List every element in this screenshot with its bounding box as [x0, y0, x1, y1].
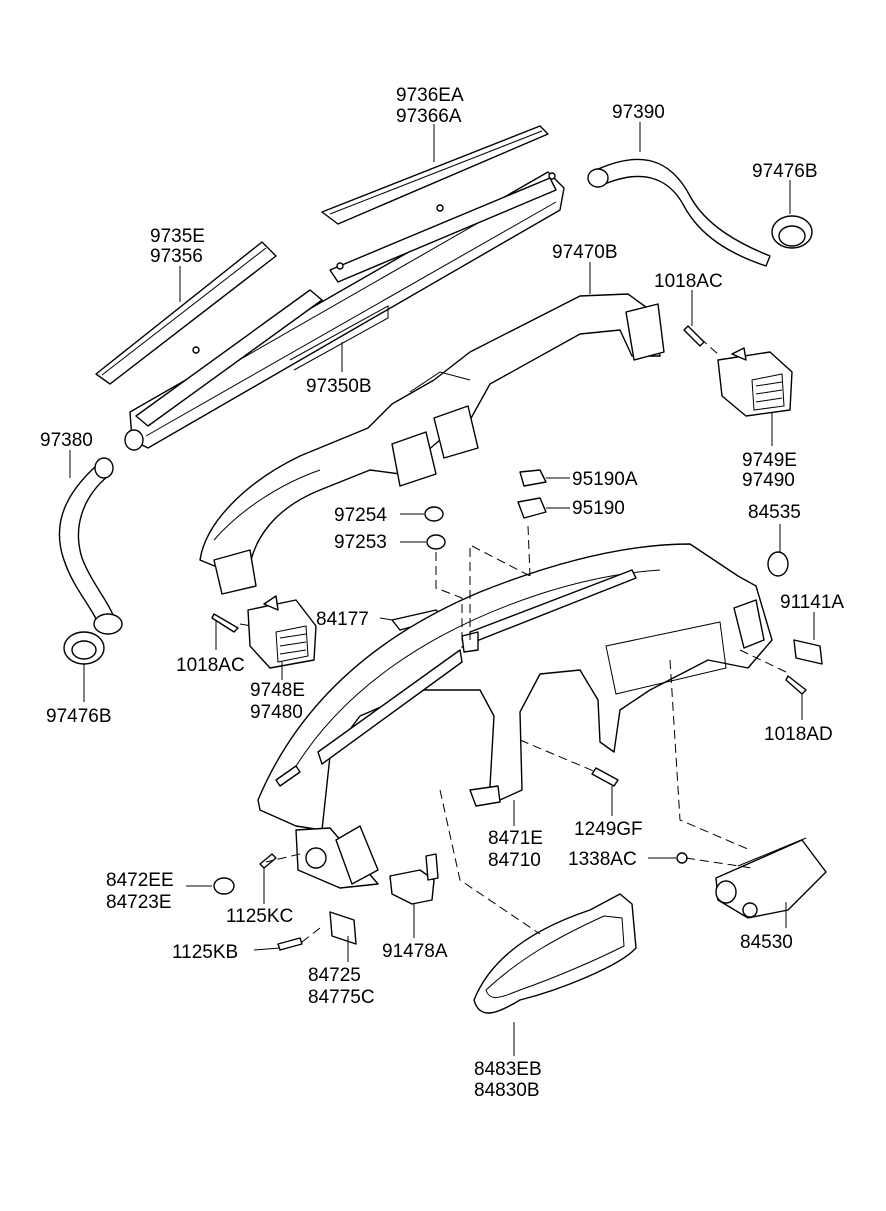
label-8483eb: 8483EB: [474, 1059, 542, 1080]
plug-95190a-part: [519, 469, 547, 487]
screw-1125kc-part: [259, 853, 277, 869]
side-duct-hose-left-part: [58, 457, 123, 635]
side-vent-right-part: [717, 347, 793, 417]
label-97350b: 97350B: [306, 376, 372, 397]
label-97390: 97390: [612, 102, 665, 123]
bracket-91141a-part: [793, 639, 823, 665]
screw-1249gf-part: [591, 767, 619, 787]
label-97490: 97490: [742, 470, 795, 491]
center-duct-part: [199, 293, 665, 595]
label-84830b: 84830B: [474, 1080, 540, 1101]
bracket-91478a-part: [389, 853, 439, 905]
label-1338ac: 1338AC: [568, 849, 637, 870]
cap-97253-part: [426, 534, 446, 550]
label-84725: 84725: [308, 965, 361, 986]
defroster-trim-left-part: [95, 241, 277, 385]
label-97476b-top: 97476B: [752, 161, 818, 182]
label-91478a: 91478A: [382, 941, 448, 962]
screw-1018ac-top-part: [683, 325, 705, 347]
label-1018ac-left: 1018AC: [176, 655, 245, 676]
label-95190: 95190: [572, 498, 625, 519]
label-84530: 84530: [740, 932, 793, 953]
label-1249gf: 1249GF: [574, 819, 643, 840]
label-84535: 84535: [748, 502, 801, 523]
label-1018ad: 1018AD: [764, 724, 833, 745]
crash-pad-main-part: [257, 543, 773, 889]
label-8471e: 8471E: [488, 828, 543, 849]
label-97366a: 97366A: [396, 106, 462, 127]
label-95190a: 95190A: [572, 469, 638, 490]
label-84775c: 84775C: [308, 987, 375, 1008]
label-1125kc: 1125KC: [226, 906, 293, 927]
label-91141a: 91141A: [780, 592, 844, 613]
label-84177: 84177: [316, 609, 369, 630]
defroster-trim-upper-part: [321, 125, 549, 225]
screw-1125kb-part: [277, 937, 303, 951]
label-9736ea: 9736EA: [396, 85, 464, 106]
label-9748e: 9748E: [250, 680, 305, 701]
screw-1018ad-part: [785, 675, 807, 695]
grommet-upper-part: [771, 215, 813, 249]
label-8472ee: 8472EE: [106, 870, 174, 891]
screw-1018ac-left-part: [211, 613, 239, 633]
dashed-connector-lines: [239, 337, 787, 943]
label-97356: 97356: [150, 246, 203, 267]
cap-97254-part: [424, 506, 444, 522]
label-97253: 97253: [334, 532, 387, 553]
grommet-lower-part: [63, 631, 105, 665]
label-97480: 97480: [250, 702, 303, 723]
label-1125kb: 1125KB: [172, 942, 238, 963]
side-vent-left-part: [247, 595, 317, 669]
cluster-facia-part: [473, 893, 637, 1014]
plug-95190-part: [517, 497, 547, 519]
label-9749e: 9749E: [742, 450, 797, 471]
label-9735e: 9735E: [150, 226, 205, 247]
passenger-airbag-part: [715, 837, 827, 919]
label-97254: 97254: [334, 505, 387, 526]
label-84723e: 84723E: [106, 892, 172, 913]
label-84710: 84710: [488, 850, 541, 871]
side-duct-hose-right-part: [587, 158, 771, 267]
label-97470b: 97470B: [552, 242, 618, 263]
cap-8472ee-part: [213, 877, 235, 895]
defroster-nozzle-part: [124, 171, 565, 451]
label-97476b-bottom: 97476B: [46, 706, 112, 727]
ring-84535-part: [767, 551, 789, 577]
leader-lines: [69, 122, 815, 1056]
nut-1338ac-part: [676, 852, 688, 864]
clip-84725-part: [329, 911, 357, 945]
part-labels: 9736EA 97366A 97390 97476B 9735E 97356 9…: [40, 85, 844, 1101]
label-1018ac-top: 1018AC: [654, 271, 723, 292]
label-97380: 97380: [40, 430, 93, 451]
